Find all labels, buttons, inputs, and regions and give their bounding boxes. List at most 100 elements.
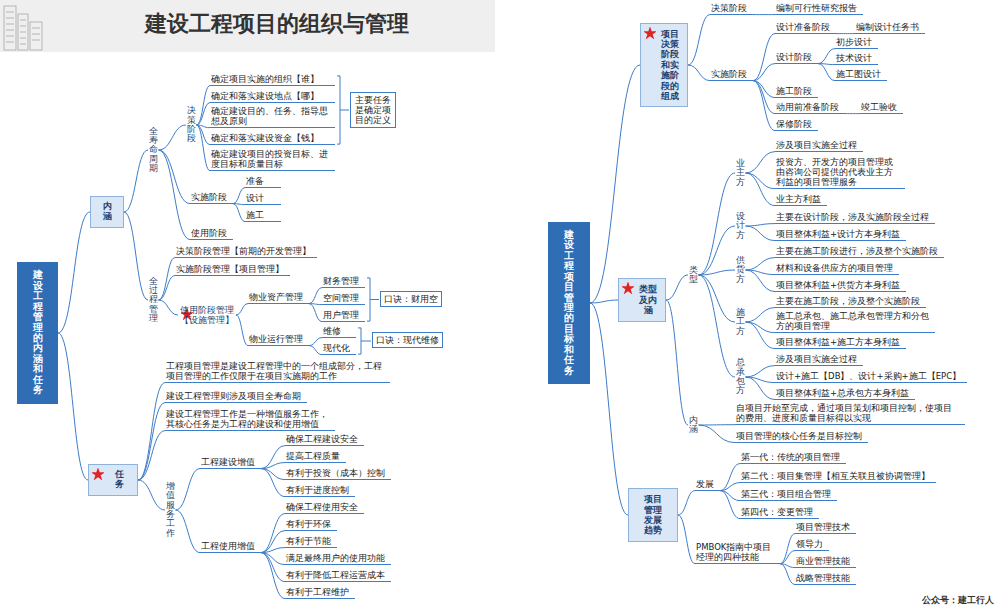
branch-label: 业主方 — [735, 159, 746, 187]
node-text: 施工总承包、施工总承包管理方和分包方的项目管理 — [776, 311, 929, 331]
header-band — [0, 0, 495, 52]
node-text: 决策阶段管理【前期的开发管理】 — [176, 246, 311, 256]
connector — [699, 425, 736, 443]
connector — [58, 333, 88, 480]
connector — [159, 150, 191, 240]
connector — [753, 64, 775, 81]
node-text: 使用阶段管理【设施管理】 — [180, 305, 234, 325]
node-text: 战略管理技能 — [796, 573, 850, 583]
node-text: 类型及内涵 — [639, 284, 657, 315]
branch-label: 决策阶段 — [186, 106, 197, 143]
topic-item: 竣工验收 — [860, 102, 903, 114]
connector — [666, 275, 688, 300]
topic-item: 施工阶段 — [775, 86, 818, 98]
topic-item: 有利于节能 — [285, 536, 337, 548]
node-text: 第三代：项目组合管理 — [741, 489, 831, 499]
node-text: 全过程管理 — [149, 277, 158, 324]
connector — [746, 366, 776, 377]
connector — [688, 65, 710, 81]
topic-item: 项目整体利益+施工方本身利益 — [775, 337, 906, 349]
node-text: 涉及项目实施全过程 — [776, 140, 857, 150]
node-text: 财务管理 — [323, 276, 359, 286]
connector — [845, 113, 860, 114]
connector — [720, 483, 740, 491]
connector — [753, 14, 775, 15]
topic-item: 动用前准备阶段 — [775, 102, 845, 114]
topic-item: 实施阶段管理【项目管理】 — [175, 264, 290, 276]
node-text: 发展 — [696, 479, 714, 489]
node-text: 业主方利益 — [776, 194, 821, 204]
connector — [746, 308, 776, 322]
topic-item: 项目整体利益+总承包方本身利益 — [775, 388, 915, 400]
connector — [746, 322, 776, 349]
connector — [197, 103, 211, 125]
node-text: 实施阶段管理【项目管理】 — [176, 264, 284, 274]
connector — [236, 315, 248, 346]
topic-item: 施工图设计 — [835, 69, 887, 81]
node-text: 确保工程使用安全 — [286, 502, 358, 512]
node-text: 有利于投资（成本）控制 — [286, 468, 385, 478]
topic-item: 领导力 — [795, 539, 829, 551]
node-text: 项目整体利益+总承包方本身利益 — [776, 388, 909, 398]
topic-item: 商业管理技能 — [795, 556, 856, 568]
topic-item: 工程建设增值 — [200, 457, 261, 469]
topic-item: 有利于工程维护 — [285, 587, 355, 599]
node-text: 现代化 — [323, 343, 350, 353]
topic-item: 初步设计 — [835, 37, 878, 49]
node-text: 项目管理技术 — [796, 522, 850, 532]
node-text: 满足最终用户的使用功能 — [286, 553, 385, 563]
node-text: 保修阶段 — [776, 119, 812, 129]
node-text: 内涵 — [689, 416, 698, 435]
topic-item: 确定项目实施的组织【谁】 — [210, 74, 335, 86]
node-text: 有利于工程维护 — [286, 587, 349, 597]
page-title: 建设工程项目的组织与管理 — [145, 9, 409, 39]
connector — [780, 551, 795, 564]
connector — [699, 275, 736, 377]
node-text: 编制可行性研究报告 — [776, 3, 857, 13]
connector — [261, 469, 285, 497]
node-text: 口诀：现代维修 — [376, 335, 439, 345]
connector — [159, 125, 187, 150]
node-text: 第一代：传统的项目管理 — [741, 452, 840, 462]
topic-item: 主要在设计阶段，涉及实施阶段全过程 — [775, 212, 935, 224]
topic-item: 涉及项目实施全过程 — [775, 354, 863, 366]
node-text: 项目整体利益+施工方本身利益 — [776, 337, 900, 347]
node-text: 有利于环保 — [286, 519, 331, 529]
node-text: 设计方 — [736, 212, 745, 240]
topic-item: 设计 — [245, 193, 281, 205]
branch-label: 增值服务工作 — [165, 482, 176, 538]
connector — [780, 534, 795, 564]
node-text: 施工方 — [736, 308, 745, 336]
root-topic: 建设工程管理的内涵和任务 — [17, 262, 58, 403]
connector — [678, 515, 695, 564]
node-text: 确保工程建设安全 — [286, 434, 358, 444]
node-text: 商业管理技能 — [796, 556, 850, 566]
node-text: 全寿命周期 — [149, 127, 158, 174]
node-text: 第四代：变更管理 — [741, 507, 813, 517]
branch-label: 供货方 — [735, 256, 746, 284]
branch-box: 内涵 — [90, 196, 124, 228]
node-text: 自项目开始至完成，通过项目策划和项目控制，使项目的费用、进度和质量目标得以实现 — [736, 403, 959, 423]
branch-label: 内涵 — [688, 416, 699, 435]
topic-item: 业主方利益 — [775, 194, 827, 206]
node-text: 物业资产管理 — [249, 292, 303, 302]
node-text: 使用阶段 — [191, 228, 227, 238]
topic-item: 有利于进度控制 — [285, 485, 355, 497]
topic-item: 第二代：项目集管理【相互关联且被协调管理】 — [740, 471, 936, 483]
connector — [197, 125, 211, 171]
topic-item: 准备 — [245, 176, 281, 188]
topic-item: 决策阶段管理【前期的开发管理】 — [175, 246, 317, 258]
topic-item: 自项目开始至完成，通过项目策划和项目控制，使项目的费用、进度和质量目标得以实现 — [735, 403, 965, 425]
connector — [699, 173, 736, 275]
topic-item: 保修阶段 — [775, 119, 818, 131]
node-text: 涉及项目实施全过程 — [776, 354, 857, 364]
connector — [309, 338, 322, 346]
branch-box: 项目决策阶段和实施阶段的组成 — [640, 23, 688, 107]
node-text: 建设工程管理则涉及项目全寿命期 — [166, 391, 301, 401]
note-box: 口诀：财用空 — [380, 291, 442, 307]
topic-item: 设计+施工【DB】、设计+采购+施工【EPC】 — [775, 371, 967, 383]
node-text: 确定建设项目的投资目标、进度目标和质量目标 — [211, 149, 329, 169]
node-text: 主要在施工阶段进行，涉及整个实施阶段 — [776, 246, 938, 256]
node-text: 初步设计 — [836, 37, 872, 47]
connector — [233, 188, 245, 204]
